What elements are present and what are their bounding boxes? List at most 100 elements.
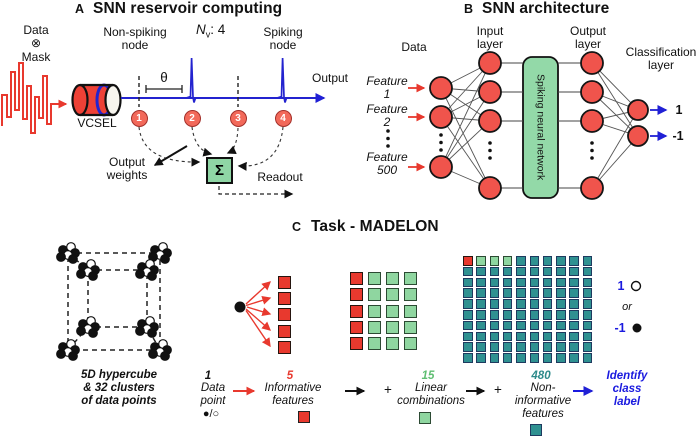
- feature-square-teal: [502, 310, 513, 320]
- cluster-dot: [135, 326, 145, 336]
- feature-square-teal: [542, 256, 553, 266]
- feature-square-teal: [489, 310, 500, 320]
- legend-plus-2: +: [494, 382, 502, 397]
- linear-combination-marker: [419, 412, 431, 424]
- feature-square-green: [386, 337, 399, 351]
- feature-square-teal: [476, 299, 486, 309]
- feature-square-teal: [476, 331, 486, 342]
- feature-square-teal: [556, 331, 566, 342]
- feature-square-teal: [556, 256, 566, 266]
- feature-square-green: [386, 320, 399, 334]
- feature-square-teal: [489, 277, 500, 288]
- legend-plus-1: +: [384, 382, 392, 397]
- feature-square-teal: [463, 353, 473, 363]
- network-edge: [440, 116, 491, 189]
- feature-square-red: [350, 272, 363, 285]
- data-column-label: Data: [401, 40, 427, 54]
- feature-square-teal: [529, 277, 539, 288]
- feature-square-teal: [569, 331, 579, 342]
- feature-square-teal: [582, 266, 593, 277]
- data-neuron: [429, 105, 453, 129]
- output-layer-label: Output layer: [569, 24, 607, 52]
- sum-box: Σ: [206, 157, 233, 184]
- feature-square-teal: [476, 277, 486, 288]
- feature-square-red: [350, 337, 363, 351]
- feature-square-green: [489, 256, 500, 266]
- output-neuron: [580, 109, 604, 133]
- class-1-marker: [630, 280, 642, 292]
- feature-2-label: Feature 2: [366, 102, 408, 130]
- feature-1-label: Feature 1: [366, 74, 408, 102]
- readout-arrow: [218, 186, 294, 199]
- legend-count-5: 5: [286, 370, 294, 382]
- feature-square-teal: [476, 310, 486, 320]
- feature-square-teal: [489, 320, 500, 331]
- cluster-dot: [135, 269, 145, 279]
- cluster-dot: [68, 351, 78, 361]
- feature-square-teal: [529, 299, 539, 309]
- virtual-node-2: 2: [183, 109, 201, 127]
- cluster-dot: [76, 269, 86, 279]
- feature-square-teal: [542, 310, 553, 320]
- feature-square-teal: [463, 310, 473, 320]
- feature-500-label: Feature 500: [366, 150, 408, 178]
- feature-square-teal: [502, 331, 513, 342]
- feature-square-green: [368, 288, 381, 302]
- feature-square-teal: [556, 310, 566, 320]
- output-weights-pointer: [153, 145, 188, 166]
- legend-marker-data-point: ●/○: [202, 408, 220, 420]
- feature-square-teal: [556, 342, 566, 352]
- feature-square-teal: [529, 353, 539, 363]
- feature-square-green: [404, 288, 417, 302]
- feature-square-teal: [489, 288, 500, 298]
- feature-square-teal: [582, 310, 593, 320]
- output-label: Output: [311, 71, 349, 85]
- feature-square-teal: [542, 288, 553, 298]
- input-waveform-icon: [1, 62, 68, 134]
- snn-architecture: [408, 56, 668, 199]
- output-neuron: [580, 51, 604, 75]
- ellipsis-dots: [590, 156, 594, 160]
- class-output-1: 1: [675, 103, 683, 117]
- cluster-dot: [56, 349, 66, 359]
- theta-interval-bracket: [145, 85, 183, 93]
- feature-square-teal: [529, 342, 539, 352]
- readout-connections: [138, 126, 294, 199]
- feature-square-teal: [502, 342, 513, 352]
- feature-square-teal: [556, 320, 566, 331]
- panel-c-label: C: [292, 220, 302, 234]
- feature-square-green: [386, 288, 399, 302]
- feature-square-teal: [463, 288, 473, 298]
- class-neg-label: -1: [614, 321, 626, 335]
- output-weights-label: Output weights: [106, 155, 148, 183]
- snn-box: [522, 56, 559, 199]
- vcsel-label: VCSEL: [77, 116, 117, 130]
- cluster-dot: [68, 254, 78, 264]
- snn-box-label: Spiking neural network: [534, 74, 547, 181]
- feature-square-teal: [489, 331, 500, 342]
- network-edge: [440, 91, 491, 168]
- spike-icon: [276, 57, 288, 103]
- feature-square-teal: [569, 310, 579, 320]
- legend-count-480: 480: [531, 370, 551, 382]
- hypercube-caption: 5D hypercube & 32 clusters of data point…: [80, 369, 158, 407]
- feature-square-teal: [582, 256, 593, 266]
- network-edge: [440, 87, 491, 189]
- feature-square-teal: [476, 266, 486, 277]
- feature-square-teal: [516, 277, 526, 288]
- data-point-dot: [234, 301, 246, 313]
- feature-square-green: [404, 304, 417, 318]
- feature-square-red: [278, 292, 291, 306]
- cluster-dot: [147, 328, 157, 338]
- cluster-dot: [147, 271, 157, 281]
- feature-square-teal: [516, 320, 526, 331]
- panel-a-label: A: [75, 2, 85, 16]
- feature-square-red: [463, 256, 473, 266]
- ellipsis-dots: [488, 148, 492, 153]
- legend-text-noninformative: Non- informative features: [514, 382, 572, 420]
- panel-c-title: Task - MADELON: [311, 218, 439, 235]
- feature-square-teal: [556, 353, 566, 363]
- spike-icon: [185, 57, 197, 103]
